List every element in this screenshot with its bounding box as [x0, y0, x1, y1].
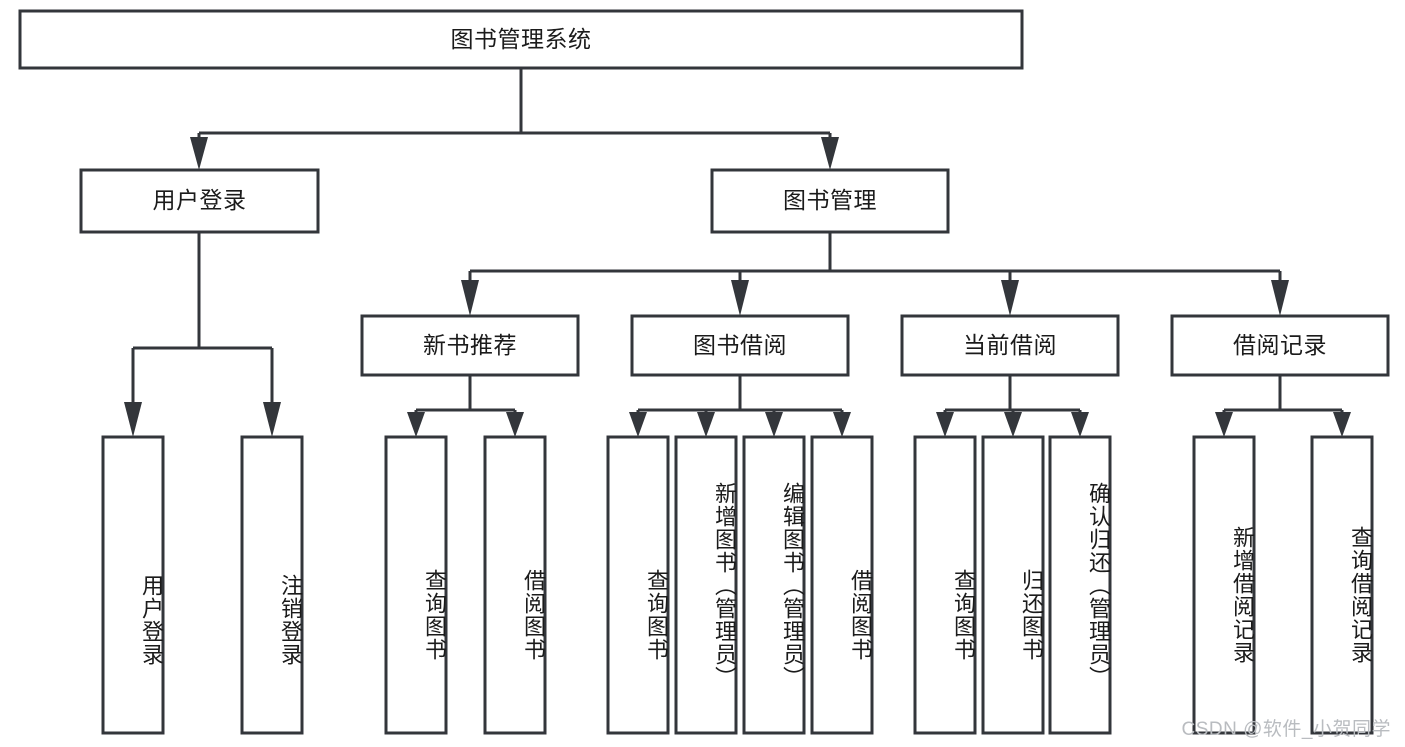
arrowhead-leaf-borrow-book-2: [833, 412, 851, 437]
arrowhead-leaf-add-record: [1215, 412, 1233, 437]
node-box-leaf-query-book-1[interactable]: [384, 435, 448, 735]
arrowhead-leaf-user-logout: [263, 402, 281, 437]
connector-group-root: [190, 68, 839, 170]
connector-group-borrow-record: [1215, 375, 1351, 437]
node-box-current-borrow[interactable]: [900, 314, 1120, 377]
node-box-root[interactable]: [18, 9, 1024, 70]
node-box-borrow-record[interactable]: [1170, 314, 1390, 377]
node-box-leaf-query-book-3[interactable]: [913, 435, 977, 735]
node-box-leaf-add-record[interactable]: [1192, 435, 1256, 735]
arrowhead-leaf-query-book-1: [407, 412, 425, 437]
arrowhead-book-manage: [821, 137, 839, 170]
arrowhead-leaf-edit-book: [765, 412, 783, 437]
arrowhead-leaf-add-book: [697, 412, 715, 437]
node-box-leaf-query-record[interactable]: [1310, 435, 1374, 735]
node-box-book-borrow[interactable]: [630, 314, 850, 377]
node-box-user-login[interactable]: [79, 168, 320, 234]
arrowhead-book-borrow: [731, 280, 749, 316]
node-box-leaf-return-book[interactable]: [981, 435, 1045, 735]
node-box-leaf-query-book-2[interactable]: [606, 435, 670, 735]
node-box-book-manage[interactable]: [710, 168, 950, 234]
node-box-leaf-confirm-return[interactable]: [1048, 435, 1112, 735]
node-box-leaf-borrow-book-1[interactable]: [483, 435, 547, 735]
connector-group-user-login: [124, 232, 281, 437]
arrowhead-leaf-query-book-3: [936, 412, 954, 437]
arrowhead-leaf-borrow-book-1: [506, 412, 524, 437]
node-box-leaf-add-book[interactable]: [674, 435, 738, 735]
connector-group-new-book-rec: [407, 375, 524, 437]
arrowhead-leaf-user-login: [124, 402, 142, 437]
connector-group-book-borrow: [629, 375, 851, 437]
arrowhead-borrow-record: [1271, 280, 1289, 316]
arrowhead-user-login: [190, 137, 208, 170]
arrowhead-new-book-rec: [461, 280, 479, 316]
node-box-new-book-rec[interactable]: [360, 314, 580, 377]
arrowhead-leaf-query-record: [1333, 412, 1351, 437]
node-box-leaf-user-logout[interactable]: [240, 435, 304, 735]
arrowhead-leaf-confirm-return: [1071, 412, 1089, 437]
arrowhead-leaf-return-book: [1004, 412, 1022, 437]
node-box-leaf-user-login[interactable]: [101, 435, 165, 735]
connector-group-current-borrow: [936, 375, 1089, 437]
node-box-leaf-borrow-book-2[interactable]: [810, 435, 874, 735]
arrowhead-current-borrow: [1001, 280, 1019, 316]
watermark-label: CSDN @软件_小贺同学: [1181, 719, 1391, 740]
connector-group-book-manage: [461, 232, 1289, 316]
arrowhead-leaf-query-book-2: [629, 412, 647, 437]
node-box-leaf-edit-book[interactable]: [742, 435, 806, 735]
